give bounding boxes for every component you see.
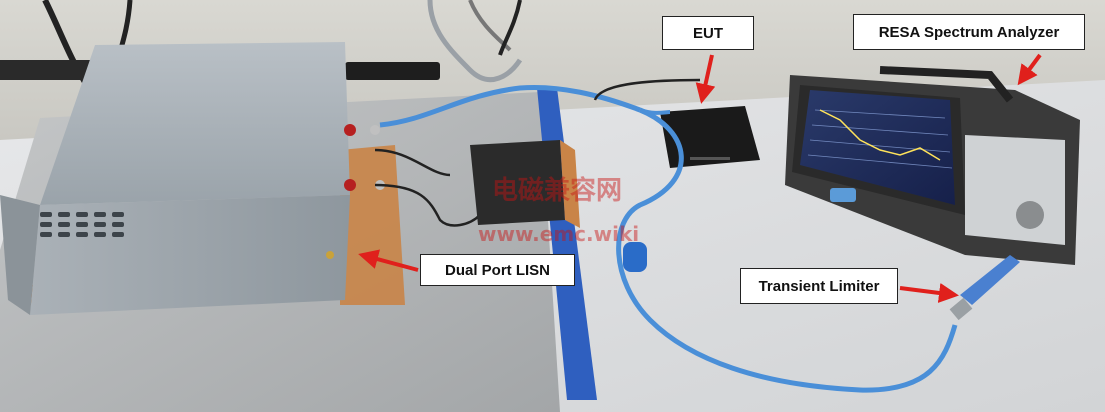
limiter-arrow: [899, 283, 959, 303]
watermark-cn: 电磁兼容网: [492, 176, 623, 206]
eut-arrow: [695, 54, 716, 104]
power-cable: [593, 78, 701, 101]
coax-cable: [616, 107, 958, 393]
lisn-top: [40, 42, 350, 205]
analyzer-grid: [807, 109, 953, 169]
analyzer-label: RESA Spectrum Analyzer: [853, 14, 1085, 50]
analyzer-handle: [879, 66, 1014, 103]
spectrum-trace: [819, 109, 941, 161]
limiter-label: Transient Limiter: [740, 268, 898, 304]
analyzer-knob: [1016, 201, 1044, 229]
terminal: [370, 125, 380, 135]
power-cable: [374, 183, 481, 227]
analyzer-arrow: [1017, 53, 1042, 86]
analyzer-keypad: [965, 135, 1065, 245]
eut-label: EUT: [662, 16, 754, 50]
lisn-vents: [40, 212, 124, 237]
lisn-side: [0, 195, 40, 315]
power-strip: [345, 62, 440, 80]
red-terminal: [344, 179, 356, 191]
lisn-front: [30, 195, 350, 315]
transient-limiter: [960, 255, 1020, 305]
watermark-url: www.emc.wiki: [478, 222, 640, 246]
copper-edge: [560, 140, 580, 228]
lisn-arrow: [358, 249, 419, 272]
power-cable: [374, 148, 451, 177]
cable-clip: [623, 242, 647, 272]
usb-dongle: [830, 188, 856, 202]
coax-cable: [379, 85, 641, 128]
copper-strip: [340, 145, 405, 305]
wall-cable: [468, 0, 512, 52]
absorber-block: [470, 140, 565, 225]
wall-cable: [427, 0, 523, 83]
sma-connector: [326, 251, 334, 259]
power-strip: [0, 60, 110, 80]
eut-leds: [690, 157, 730, 160]
eut-device: [660, 106, 760, 168]
limiter-connector: [949, 297, 973, 321]
lisn-label: Dual Port LISN: [420, 254, 575, 286]
wall-cable: [498, 0, 522, 56]
red-terminal: [344, 124, 356, 136]
